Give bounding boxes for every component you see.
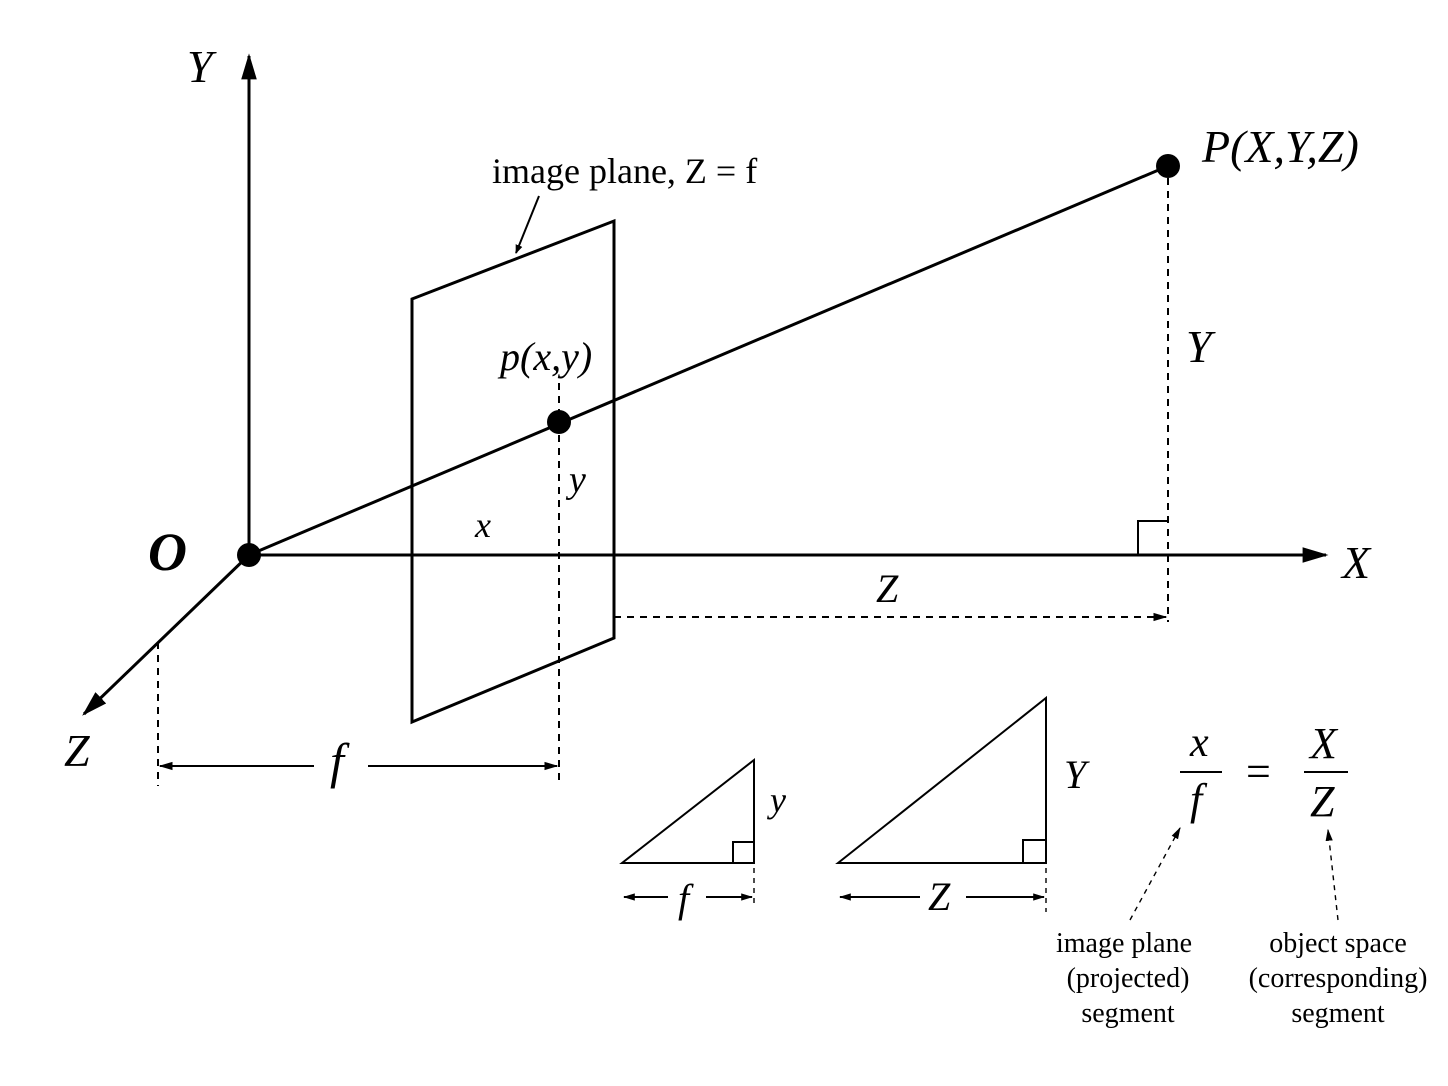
object-segment-note-line1: object space xyxy=(1269,928,1407,959)
image-y-label: y xyxy=(565,459,586,501)
image-segment-pointer xyxy=(1129,826,1181,921)
object-point xyxy=(1156,154,1180,178)
object-segment-pointer xyxy=(1325,828,1339,921)
large-triangle-height-label: Y xyxy=(1064,752,1090,797)
image-segment-note-line2: (projected) xyxy=(1067,963,1190,994)
x-axis-label: X xyxy=(1340,537,1372,588)
equation-right-numerator: X xyxy=(1308,719,1339,768)
small-triangle-right-angle xyxy=(732,841,754,863)
image-x-label: x xyxy=(474,505,491,545)
small-triangle-base-label: f xyxy=(678,876,694,921)
y-axis-label: Y xyxy=(187,41,217,92)
large-triangle-right-angle xyxy=(1022,839,1046,863)
equation-left-numerator: x xyxy=(1189,720,1209,766)
image-point-label: p(x,y) xyxy=(497,334,592,379)
large-triangle xyxy=(835,695,1047,864)
object-point-label: P(X,Y,Z) xyxy=(1201,121,1359,172)
object-segment-note-line2: (corresponding) xyxy=(1249,963,1428,994)
small-triangle xyxy=(619,757,755,864)
image-segment-note-line3: segment xyxy=(1081,998,1175,1029)
object-segment-note-line3: segment xyxy=(1291,998,1385,1029)
equation-left-denominator: f xyxy=(1190,775,1208,824)
small-triangle-height-label: y xyxy=(767,780,786,820)
image-plane-pointer xyxy=(515,195,540,254)
z-axis xyxy=(82,553,251,716)
image-plane xyxy=(410,218,616,725)
z-axis-label: Z xyxy=(64,725,90,776)
focal-length-label: f xyxy=(330,733,350,789)
projection-ray xyxy=(248,164,1169,557)
origin-label: O xyxy=(148,522,187,582)
equation-equals: = xyxy=(1246,747,1271,796)
depth-label: Z xyxy=(876,566,899,611)
origin-point xyxy=(237,543,261,567)
object-height-label: Y xyxy=(1186,321,1216,372)
right-angle-marker xyxy=(1137,520,1168,555)
image-segment-note-line1: image plane xyxy=(1056,928,1192,959)
large-triangle-base-label: Z xyxy=(928,874,951,919)
image-plane-caption: image plane, Z = f xyxy=(492,151,757,191)
equation-right-denominator: Z xyxy=(1310,777,1335,826)
